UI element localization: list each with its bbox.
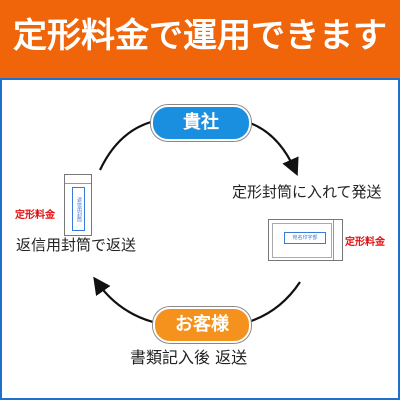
arrow-top-left	[99, 120, 152, 171]
arrow-bottom-left	[93, 276, 154, 324]
arrow-bottom-right	[247, 281, 301, 324]
return-envelope-text: 返信用封筒	[72, 187, 85, 231]
banner-title: 定形料金で運用できます	[13, 16, 387, 56]
envelope-flap	[333, 220, 342, 260]
header-banner: 定形料金で運用できます	[0, 0, 400, 78]
return-envelope-icon: 返信用封筒	[64, 174, 92, 236]
envelope-flap	[65, 175, 91, 184]
step-return-label: 返信用封筒で返送	[16, 236, 137, 254]
step-send-label: 定形封筒に入れて発送	[232, 183, 382, 201]
company-node: 貴社	[151, 105, 251, 141]
customer-node: お客様	[153, 307, 251, 343]
return-price-tag: 定形料金	[15, 210, 55, 221]
outgoing-envelope-icon: 宛名印字部	[268, 219, 343, 261]
outgoing-envelope-text: 宛名印字部	[284, 232, 326, 244]
envelope-window	[272, 223, 332, 258]
send-price-tag: 定形料金	[345, 237, 385, 248]
arrow-top-right	[246, 120, 299, 177]
step-fill-label: 書類記入後 返送	[130, 348, 248, 367]
